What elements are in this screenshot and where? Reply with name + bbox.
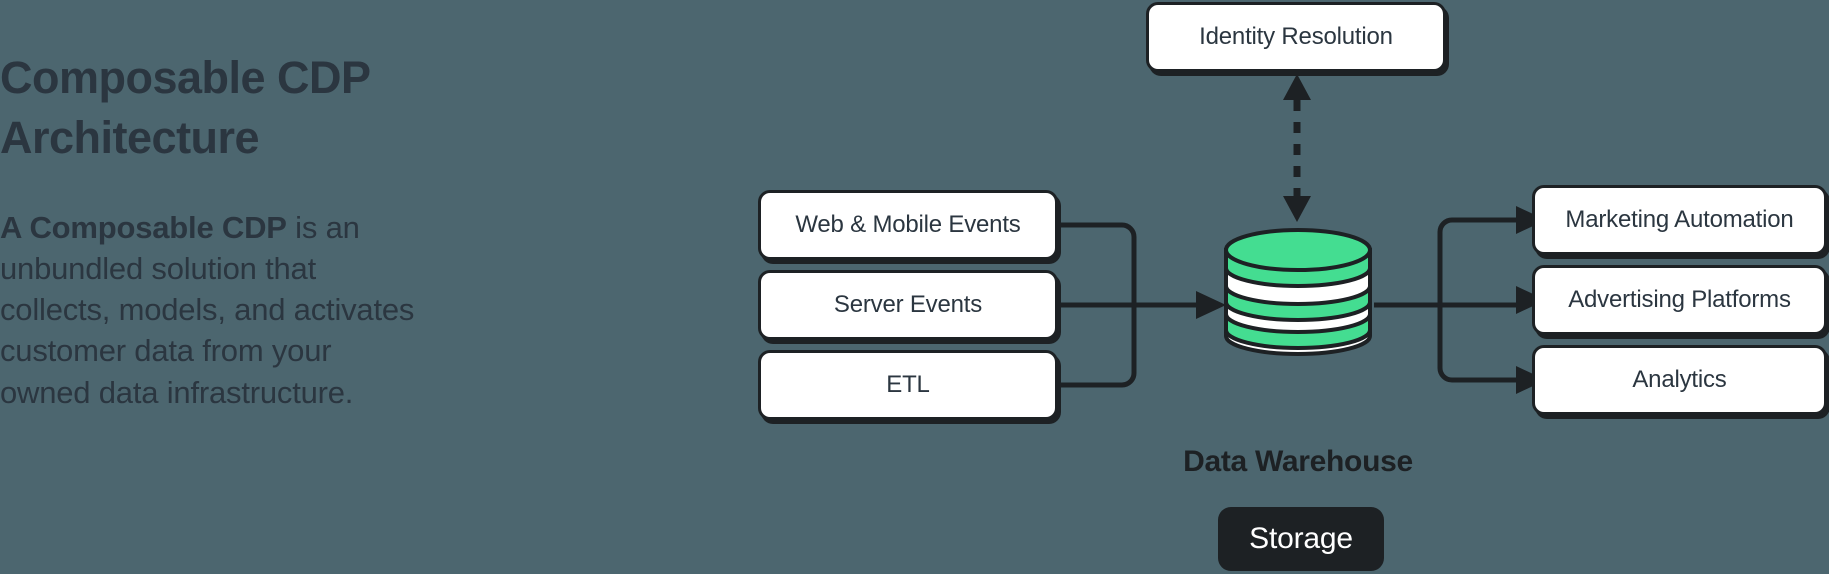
node-etl-label: ETL bbox=[886, 371, 930, 398]
intro-text-block: Composable CDP Architecture A Composable… bbox=[0, 48, 430, 413]
node-etl[interactable]: ETL bbox=[758, 350, 1058, 420]
output-branch-bottom-wire bbox=[1437, 305, 1520, 383]
node-analytics[interactable]: Analytics bbox=[1532, 345, 1827, 415]
node-web-mobile-events[interactable]: Web & Mobile Events bbox=[758, 190, 1058, 260]
intro-rest: is an unbundled solution that collects, … bbox=[0, 209, 415, 410]
warehouse-label: Data Warehouse bbox=[1183, 445, 1413, 478]
status-badge-storage[interactable]: Storage bbox=[1218, 507, 1384, 571]
node-identity-resolution-label: Identity Resolution bbox=[1199, 23, 1393, 50]
node-marketing-automation[interactable]: Marketing Automation bbox=[1532, 185, 1827, 255]
database-cylinder-icon bbox=[1222, 228, 1374, 358]
intro-paragraph: A Composable CDP is an unbundled solutio… bbox=[0, 168, 430, 413]
intro-lead: A Composable CDP bbox=[0, 209, 287, 245]
node-web-mobile-events-label: Web & Mobile Events bbox=[795, 211, 1021, 238]
identity-arrow-up-icon bbox=[1283, 74, 1311, 100]
identity-arrow-down-icon bbox=[1283, 196, 1311, 222]
node-marketing-automation-label: Marketing Automation bbox=[1565, 206, 1794, 233]
input-bus-wire bbox=[1058, 222, 1137, 388]
node-server-events[interactable]: Server Events bbox=[758, 270, 1058, 340]
page-title: Composable CDP Architecture bbox=[0, 52, 371, 163]
node-identity-resolution[interactable]: Identity Resolution bbox=[1146, 2, 1446, 72]
node-analytics-label: Analytics bbox=[1632, 366, 1727, 393]
output-branch-top-wire bbox=[1437, 217, 1520, 305]
node-server-events-label: Server Events bbox=[833, 291, 983, 318]
node-advertising-platforms[interactable]: Advertising Platforms bbox=[1532, 265, 1827, 335]
node-advertising-platforms-label: Advertising Platforms bbox=[1568, 286, 1791, 313]
status-badge-storage-label: Storage bbox=[1249, 522, 1353, 555]
